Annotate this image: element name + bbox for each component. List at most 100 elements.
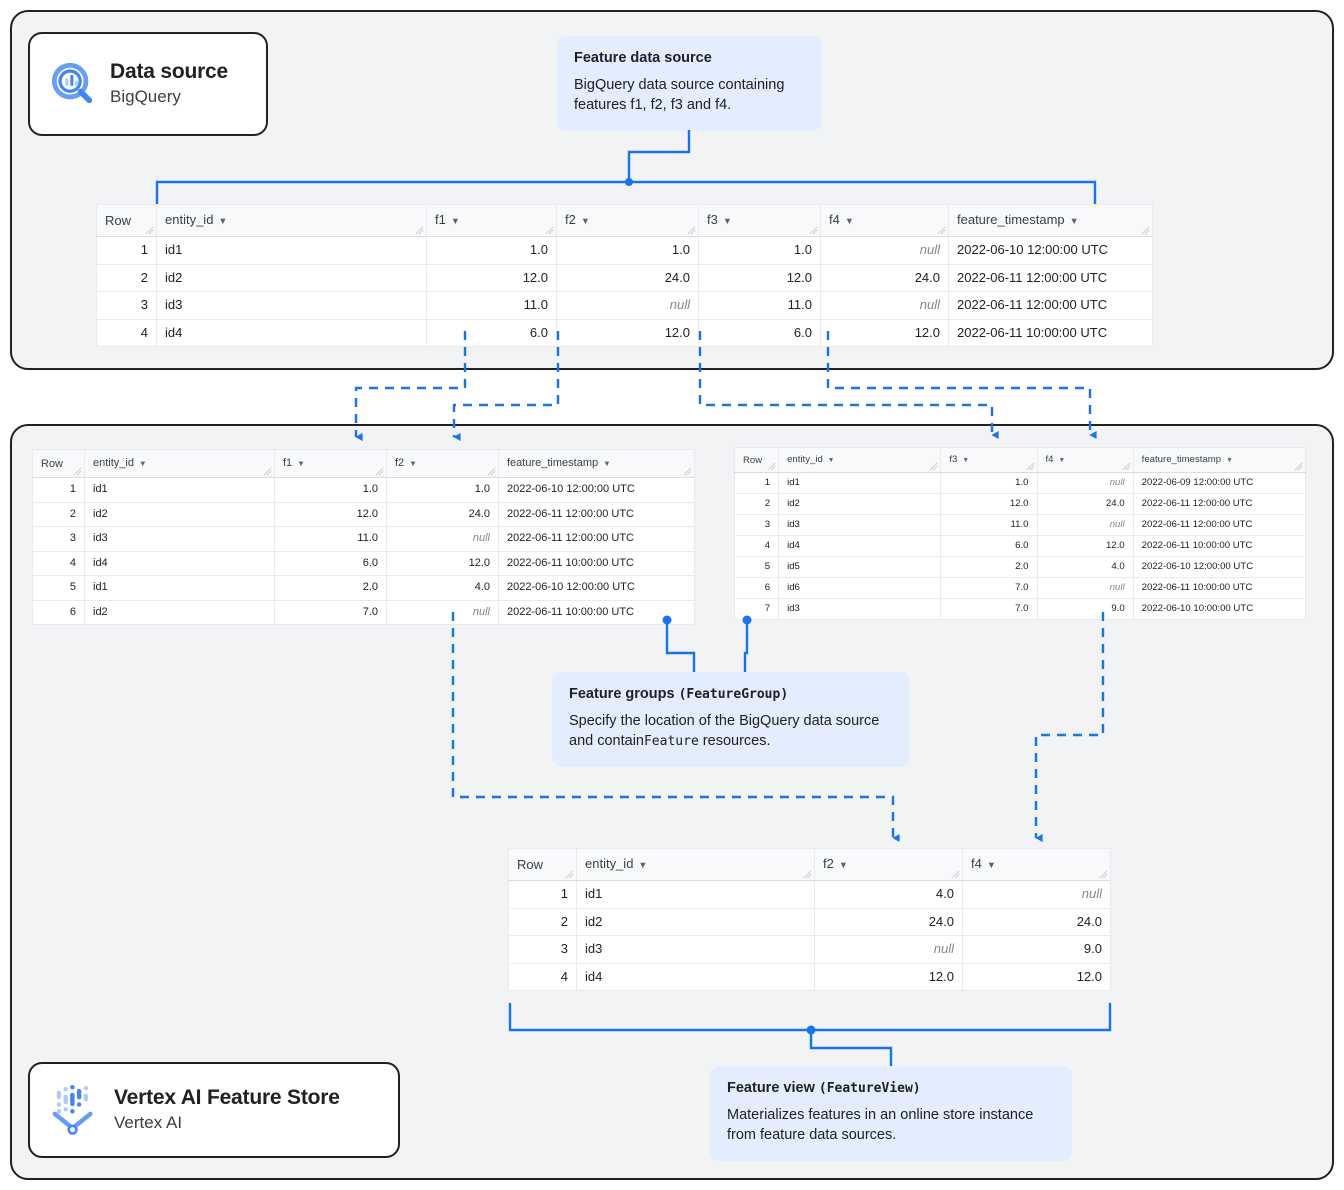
column-resize-grip-icon[interactable] — [687, 226, 696, 235]
chevron-down-icon[interactable]: ▼ — [138, 459, 147, 468]
column-resize-grip-icon[interactable] — [415, 226, 424, 235]
bigquery-chip-title: Data source — [110, 60, 229, 84]
chevron-down-icon[interactable]: ▼ — [986, 860, 996, 870]
chevron-down-icon[interactable]: ▼ — [722, 216, 732, 226]
table-cell-f2: 12.0 — [386, 550, 499, 576]
table-cell-entity_id: id1 — [84, 575, 275, 601]
column-header-f1[interactable]: f1▼ — [426, 204, 557, 237]
column-header-Row[interactable]: Row — [96, 204, 157, 237]
column-resize-grip-icon[interactable] — [1099, 870, 1108, 879]
column-resize-grip-icon[interactable] — [803, 870, 812, 879]
column-resize-grip-icon[interactable] — [145, 226, 154, 235]
table-cell-f2: 1.0 — [386, 477, 499, 503]
table-cell-feature_timestamp: 2022-06-11 12:00:00 UTC — [948, 291, 1153, 320]
chevron-down-icon[interactable]: ▼ — [1069, 216, 1079, 226]
table-cell-f3: 1.0 — [940, 472, 1038, 494]
column-resize-grip-icon[interactable] — [929, 462, 938, 471]
column-header-Row[interactable]: Row — [508, 848, 577, 881]
table-cell-entity_id: id1 — [778, 472, 942, 494]
column-header-feature_timestamp[interactable]: feature_timestamp▼ — [498, 449, 695, 478]
chevron-down-icon[interactable]: ▼ — [297, 459, 305, 468]
chevron-down-icon[interactable]: ▼ — [603, 459, 611, 468]
column-resize-grip-icon[interactable] — [73, 467, 82, 476]
chevron-down-icon[interactable]: ▼ — [450, 216, 460, 226]
callout-feature-view-title-code: (FeatureView) — [818, 1081, 921, 1096]
column-resize-grip-icon[interactable] — [1294, 462, 1303, 471]
callout-feature-groups-title-text: Feature groups — [569, 686, 679, 702]
column-header-f1[interactable]: f1▼ — [274, 449, 387, 478]
table-cell-entity_id: id1 — [84, 477, 275, 503]
table-cell-f4: null — [962, 880, 1111, 909]
chevron-down-icon[interactable]: ▼ — [638, 860, 648, 870]
column-header-label: f2 — [823, 856, 834, 871]
table-cell-feature_timestamp: 2022-06-10 12:00:00 UTC — [498, 575, 695, 601]
table-cell-entity_id: id3 — [576, 935, 815, 964]
column-resize-grip-icon[interactable] — [263, 467, 272, 476]
table-cell-f3: 2.0 — [940, 556, 1038, 578]
column-header-f4[interactable]: f4 ▼ — [1036, 447, 1134, 473]
table-cell-Row: 4 — [96, 318, 157, 347]
callout-feature-groups-body: Specify the location of the BigQuery dat… — [569, 711, 893, 752]
column-header-Row[interactable]: Row — [32, 449, 85, 478]
column-resize-grip-icon[interactable] — [375, 467, 384, 476]
column-header-f4[interactable]: f4▼ — [962, 848, 1111, 881]
table-cell-f4: 4.0 — [1036, 556, 1134, 578]
chevron-down-icon[interactable]: ▼ — [962, 457, 970, 464]
chevron-down-icon[interactable]: ▼ — [838, 860, 848, 870]
chevron-down-icon[interactable]: ▼ — [218, 216, 228, 226]
table-cell-feature_timestamp: 2022-06-11 10:00:00 UTC — [498, 550, 695, 576]
chevron-down-icon[interactable]: ▼ — [844, 216, 854, 226]
column-resize-grip-icon[interactable] — [565, 870, 574, 879]
column-header-f4[interactable]: f4▼ — [820, 204, 949, 237]
table-cell-f4: 12.0 — [962, 962, 1111, 991]
column-resize-grip-icon[interactable] — [1141, 226, 1150, 235]
column-header-f2[interactable]: f2▼ — [386, 449, 499, 478]
table-cell-f1: 7.0 — [274, 599, 387, 625]
column-resize-grip-icon[interactable] — [487, 467, 496, 476]
column-header-label: Row — [105, 212, 132, 228]
column-resize-grip-icon[interactable] — [1122, 462, 1131, 471]
column-resize-grip-icon[interactable] — [937, 226, 946, 235]
table-cell-f4: 24.0 — [820, 263, 949, 292]
column-resize-grip-icon[interactable] — [767, 462, 776, 471]
column-resize-grip-icon[interactable] — [1026, 462, 1035, 471]
vertex-chip-title: Vertex AI Feature Store — [114, 1086, 340, 1110]
chevron-down-icon[interactable]: ▼ — [827, 457, 835, 464]
column-resize-grip-icon[interactable] — [545, 226, 554, 235]
column-header-entity_id[interactable]: entity_id▼ — [156, 204, 427, 237]
table-cell-feature_timestamp: 2022-06-11 12:00:00 UTC — [1132, 493, 1307, 515]
table-cell-f4: 12.0 — [820, 318, 949, 347]
table-cell-entity_id: id1 — [576, 880, 815, 909]
column-header-feature_timestamp[interactable]: feature_timestamp▼ — [948, 204, 1153, 237]
column-header-f3[interactable]: f3▼ — [698, 204, 821, 237]
chevron-down-icon[interactable]: ▼ — [1058, 457, 1066, 464]
column-header-f2[interactable]: f2▼ — [556, 204, 699, 237]
table-cell-f2: null — [386, 599, 499, 625]
column-resize-grip-icon[interactable] — [809, 226, 818, 235]
chevron-down-icon[interactable]: ▼ — [409, 459, 417, 468]
table-cell-feature_timestamp: 2022-06-11 10:00:00 UTC — [948, 318, 1153, 347]
callout-feature-groups-body-code: Feature — [643, 734, 699, 750]
column-header-entity_id[interactable]: entity_id▼ — [576, 848, 815, 881]
column-header-label: f4 — [1045, 454, 1054, 465]
column-header-Row[interactable]: Row — [733, 447, 780, 473]
column-header-label: Row — [743, 454, 763, 466]
column-header-entity_id[interactable]: entity_id▼ — [84, 449, 275, 478]
column-header-f3[interactable]: f3▼ — [940, 447, 1038, 473]
column-header-entity_id[interactable]: entity_id▼ — [778, 447, 942, 473]
table-cell-f3: 6.0 — [698, 318, 821, 347]
column-resize-grip-icon[interactable] — [683, 467, 692, 476]
table-cell-f1: 2.0 — [274, 575, 387, 601]
table-cell-f1: 1.0 — [426, 236, 557, 265]
chevron-down-icon[interactable]: ▼ — [580, 216, 590, 226]
table-cell-feature_timestamp: 2022-06-11 10:00:00 UTC — [498, 599, 695, 625]
chevron-down-icon[interactable]: ▼ — [1226, 457, 1233, 464]
column-resize-grip-icon[interactable] — [951, 870, 960, 879]
column-header-f2[interactable]: f2 ▼ — [814, 848, 963, 881]
column-header-feature_timestamp[interactable]: feature_timestamp▼ — [1132, 447, 1307, 473]
